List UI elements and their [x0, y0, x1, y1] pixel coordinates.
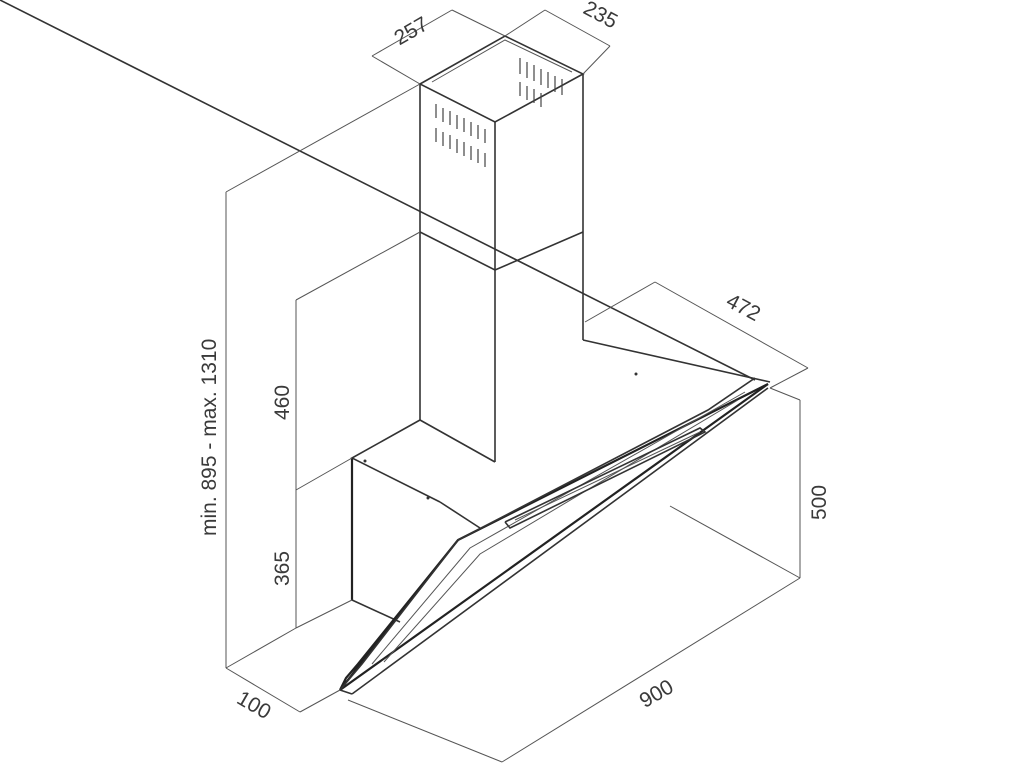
vent-slots-left [435, 104, 486, 167]
dim-label-upper-height: 460 [271, 385, 294, 420]
chimney [418, 35, 585, 463]
dim-label-hood-depth: 472 [722, 289, 764, 326]
dim-label-chimney-depth: 235 [580, 0, 622, 33]
dim-label-glass-height: 500 [808, 485, 831, 520]
hood-body [350, 339, 771, 623]
dim-label-chimney-width: 257 [390, 13, 432, 50]
dim-label-hood-width: 900 [636, 675, 678, 712]
glass-panel [0, 0, 769, 695]
vent-slots-right [519, 58, 563, 107]
dim-label-front-offset: 100 [233, 687, 275, 724]
dimension-lines [225, 9, 809, 763]
dim-label-total-height: min. 895 - max. 1310 [198, 339, 221, 536]
dim-label-lower-height: 365 [271, 551, 294, 586]
